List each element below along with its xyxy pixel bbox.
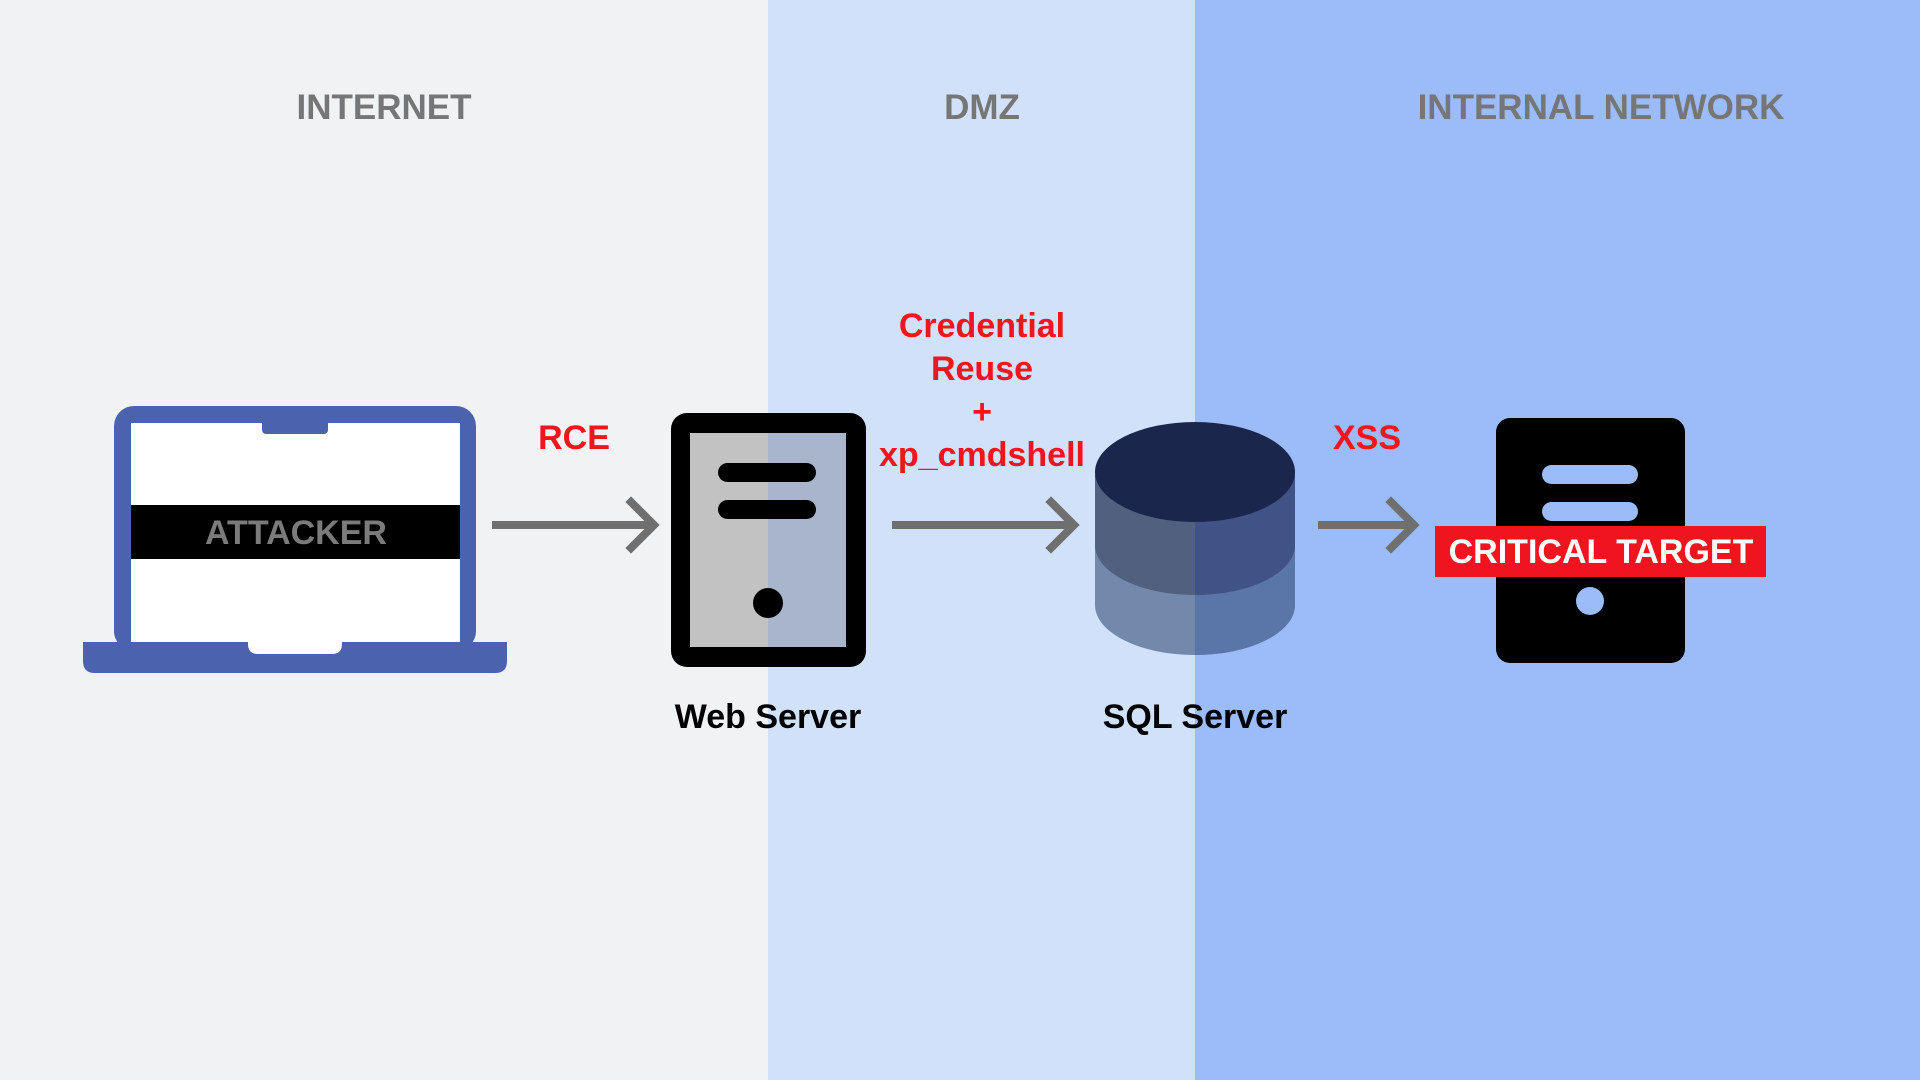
critical-target-banner [1435,526,1766,577]
zone-title-dmz: DMZ [944,88,1020,127]
database-icon [1095,422,1295,655]
web-server-icon [671,413,866,667]
sql-server-label: SQL Server [1102,698,1288,736]
web-server-label: Web Server [674,698,862,736]
zone-title-internet: INTERNET [296,88,472,127]
attack-label-line: + [972,393,992,431]
attack-label-line: xp_cmdshell [879,436,1085,474]
critical-target-label: CRITICAL TARGET [1448,533,1754,571]
attack-label-line: Reuse [930,350,1034,388]
attack-label-line: Credential [898,307,1066,345]
attack-label-rce: RCE [538,419,610,457]
attack-label-credential-reuse: Credential Reuse + xp_cmdshell [879,305,1085,477]
attack-label-xss: XSS [1332,419,1402,457]
arrow-rce [492,496,660,554]
attacker-banner [131,505,460,559]
arrow-xss [1318,496,1420,554]
attacker-label: ATTACKER [205,514,387,552]
laptop-icon [83,406,507,673]
zone-title-internal-network: INTERNAL NETWORK [1417,88,1785,127]
arrow-credential-reuse [892,496,1080,554]
